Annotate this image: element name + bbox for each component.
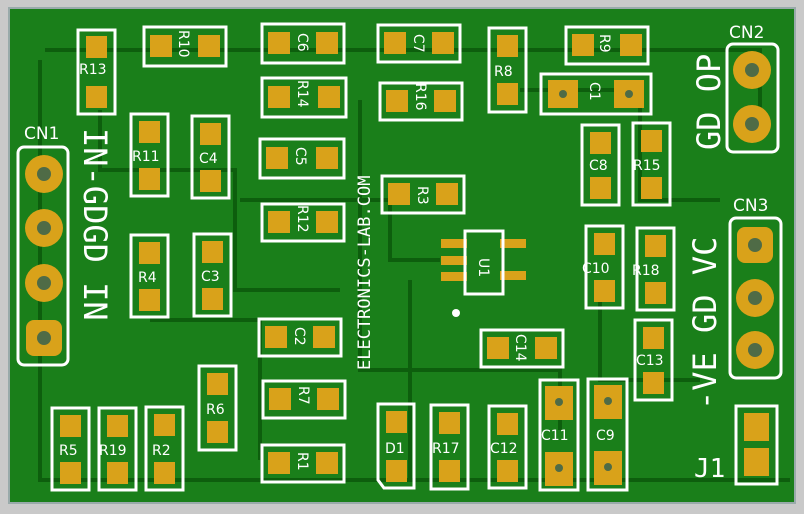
component-r12[interactable]: R12 bbox=[260, 202, 346, 243]
c6-label: C6 bbox=[294, 33, 310, 52]
component-r7[interactable]: R7 bbox=[261, 379, 347, 420]
r8-label: R8 bbox=[494, 64, 513, 80]
component-c11[interactable]: C11 bbox=[538, 378, 580, 492]
r1-label: R1 bbox=[294, 452, 310, 471]
component-c2[interactable]: C2 bbox=[257, 317, 343, 358]
c5-label: C5 bbox=[292, 147, 308, 166]
connector-cn1[interactable]: CN1 bbox=[16, 124, 70, 367]
c9-label: C9 bbox=[596, 428, 615, 444]
component-c5[interactable]: C5 bbox=[258, 137, 346, 180]
c2-label: C2 bbox=[291, 327, 307, 346]
component-r5[interactable]: R5 bbox=[50, 406, 91, 492]
component-c10[interactable]: C10 bbox=[582, 224, 625, 310]
c13-label: C13 bbox=[636, 353, 664, 369]
component-c3[interactable]: C3 bbox=[192, 232, 233, 318]
component-r19[interactable]: R19 bbox=[97, 406, 138, 492]
r7-label: R7 bbox=[295, 386, 311, 405]
c8-label: C8 bbox=[589, 158, 608, 174]
r9-label: R9 bbox=[596, 34, 612, 53]
component-r11[interactable]: R11 bbox=[129, 112, 170, 198]
component-r4[interactable]: R4 bbox=[129, 233, 170, 319]
component-r8[interactable]: R8 bbox=[487, 26, 528, 114]
r18-label: R18 bbox=[632, 263, 660, 279]
connector-cn2[interactable]: CN2 bbox=[725, 23, 780, 154]
c3-label: C3 bbox=[201, 269, 220, 285]
component-r14[interactable]: R14 bbox=[260, 76, 348, 119]
r15-label: R15 bbox=[633, 158, 661, 174]
connector-cn3[interactable]: CN3 bbox=[728, 196, 783, 380]
c7-label: C7 bbox=[410, 34, 426, 53]
component-r10[interactable]: R10 bbox=[142, 25, 228, 68]
connector-j1[interactable]: J1 bbox=[694, 404, 779, 486]
label-ve-gd-vc: -VE GD VC bbox=[686, 237, 724, 410]
component-r15[interactable]: R15 bbox=[631, 121, 672, 207]
cn2-label: CN2 bbox=[729, 23, 764, 43]
component-c1[interactable]: C1 bbox=[539, 72, 653, 116]
r16-label: R16 bbox=[412, 83, 428, 111]
c12-label: C12 bbox=[490, 441, 518, 457]
component-c9[interactable]: C9 bbox=[586, 377, 629, 492]
component-c6[interactable]: C6 bbox=[260, 22, 346, 65]
component-c14[interactable]: C14 bbox=[479, 328, 565, 369]
c11-label: C11 bbox=[541, 428, 569, 444]
c4-label: C4 bbox=[199, 151, 218, 167]
d1-label: D1 bbox=[385, 441, 405, 457]
component-c7[interactable]: C7 bbox=[376, 23, 462, 64]
pin1-marker bbox=[452, 309, 460, 317]
r14-label: R14 bbox=[294, 80, 310, 108]
component-c12[interactable]: C12 bbox=[487, 404, 528, 490]
r11-label: R11 bbox=[132, 149, 160, 165]
c1-label: C1 bbox=[586, 82, 602, 101]
component-r6[interactable]: R6 bbox=[197, 364, 238, 452]
r6-label: R6 bbox=[206, 402, 225, 418]
r10-label: R10 bbox=[175, 30, 191, 58]
c10-label: C10 bbox=[582, 261, 610, 277]
component-u1[interactable]: U1 bbox=[441, 229, 526, 317]
component-r17[interactable]: R17 bbox=[429, 403, 470, 491]
component-r16[interactable]: R16 bbox=[378, 81, 464, 122]
cn1-label: CN1 bbox=[24, 124, 59, 144]
r12-label: R12 bbox=[294, 205, 310, 233]
website-label: ELECTRONICS-LAB.COM bbox=[355, 176, 375, 370]
component-c13[interactable]: C13 bbox=[633, 318, 674, 402]
component-r9[interactable]: R9 bbox=[564, 25, 650, 66]
component-r2[interactable]: R2 bbox=[144, 405, 185, 492]
r3-label: R3 bbox=[414, 186, 430, 205]
component-r13[interactable]: R13 bbox=[76, 28, 117, 116]
component-r1[interactable]: R1 bbox=[260, 443, 346, 484]
label-gd-op: GD OP bbox=[690, 54, 728, 150]
component-c4[interactable]: C4 bbox=[190, 114, 231, 200]
component-r3[interactable]: R3 bbox=[380, 174, 466, 215]
r19-label: R19 bbox=[99, 443, 127, 459]
r4-label: R4 bbox=[138, 270, 157, 286]
u1-label: U1 bbox=[475, 258, 491, 277]
r17-label: R17 bbox=[432, 441, 460, 457]
r13-label: R13 bbox=[79, 62, 107, 78]
cn3-label: CN3 bbox=[733, 196, 768, 216]
component-d1[interactable]: D1 bbox=[376, 402, 416, 490]
component-r18[interactable]: R18 bbox=[632, 226, 676, 312]
j1-label: J1 bbox=[694, 454, 725, 484]
label-in-gdgd-in: IN-GDGD IN bbox=[76, 128, 114, 321]
component-c8[interactable]: C8 bbox=[580, 123, 621, 207]
r2-label: R2 bbox=[152, 443, 171, 459]
r5-label: R5 bbox=[59, 443, 78, 459]
c14-label: C14 bbox=[512, 334, 528, 362]
